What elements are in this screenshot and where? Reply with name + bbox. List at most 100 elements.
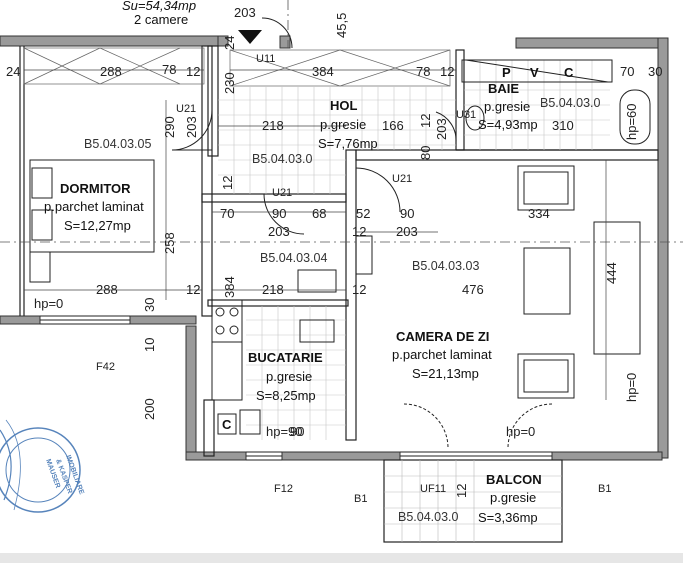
label-b1: B1 [354,493,367,505]
room-floor: p.gresie [490,490,536,505]
kitchen-tiles [246,306,346,440]
stamp: MAUSER & KASPER IMOBILIARE [0,419,85,513]
height-label: hp=0 [624,373,639,402]
room-name: BUCATARIE [248,350,323,365]
dim-text: 80 [418,146,433,160]
dim-text: 12 [186,282,200,297]
dim-text: 78 [416,64,430,79]
room-name: BAIE [488,81,519,96]
door-label-u31: U31 [456,109,476,121]
dim-text: 258 [162,232,177,254]
room-baie: BAIE p.gresie S=4,93mp B5.04.03.0 [478,81,601,132]
dim-text: 24 [222,36,237,50]
dim-text: 12 [454,484,469,498]
room-dormitor: B5.04.03.05 DORMITOR p.parchet laminat S… [44,137,151,233]
dim-text: 203 [396,224,418,239]
living-furniture [355,165,641,399]
dim-text: 288 [96,282,118,297]
kitchen-units [211,269,337,435]
room-floor: p.parchet laminat [44,199,144,214]
dim-text: 288 [100,64,122,79]
bottom-strip [0,553,683,563]
dim-text: 52 [356,206,370,221]
dim-text: 70 [220,206,234,221]
balcony-grid [384,460,562,542]
dim-text: 203 [184,116,199,138]
entry-arrow-icon [238,30,262,44]
dim-text: 90 [272,206,286,221]
dim-text: 384 [312,64,334,79]
room-name: DORMITOR [60,181,131,196]
dim-text: 290 [162,116,177,138]
dim-text: 203 [234,5,256,20]
room-camera-de-zi: B5.04.03.03 CAMERA DE ZI p.parchet lamin… [392,259,492,381]
fixture-label-v: V [530,65,539,80]
bath-tiles [464,60,610,150]
room-name: CAMERA DE ZI [396,329,489,344]
dim-text: 90 [400,206,414,221]
walls [0,35,669,461]
balcony-outline [383,459,563,543]
c-box [217,413,237,435]
room-code: B5.04.03.03 [412,259,479,273]
room-floor: p.parchet laminat [392,347,492,362]
dim-text: 30 [648,64,662,79]
window-label-f42: F42 [96,361,115,373]
door-label-u21: U21 [392,173,412,185]
room-code: B5.04.03.04 [260,251,327,265]
door-label-u21: U21 [272,187,292,199]
fixture-label-p: P [502,65,511,80]
room-code: B5.04.03.05 [84,137,151,151]
dim-text: 12 [186,64,200,79]
dim-text: 166 [382,118,404,133]
dim-text: 218 [262,282,284,297]
dim-text: 68 [312,206,326,221]
bed [29,159,155,283]
room-hol: HOL p.gresie S=7,76mp B5.04.03.0 [252,98,378,166]
dim-text: 200 [142,398,157,420]
dim-text: 218 [262,118,284,133]
label-b1: B1 [598,483,611,495]
dim-text: 24 [6,64,20,79]
axes [0,0,683,243]
window-balcony [400,451,552,461]
bathroom-fixtures [461,59,651,145]
header-area-label: Su=54,34mp [122,0,196,13]
fixture-label-c: C [564,65,574,80]
window-label-f12: F12 [274,483,293,495]
height-label: hp=0 [506,424,535,439]
room-balcon: BALCON p.gresie S=3,36mp B5.04.03.0 [398,472,542,525]
height-label: hp=60 [624,103,639,140]
dim-text: 90 [290,424,304,439]
room-name: BALCON [486,472,542,487]
room-floor: p.gresie [484,99,530,114]
window-f42 [40,315,130,325]
room-area: S=8,25mp [256,388,316,403]
c-box-label: C [222,417,232,432]
dim-text: 30 [142,298,157,312]
dim-text: 12 [352,282,366,297]
dim-text: 384 [222,276,237,298]
dim-text: 203 [434,118,449,140]
doors [171,17,553,449]
room-area: S=7,76mp [318,136,378,151]
room-area: S=12,27mp [64,218,131,233]
dim-text: 12 [440,64,454,79]
dim-text: 12 [220,176,235,190]
dim-text: 78 [162,62,176,77]
dim-text: 334 [528,206,550,221]
dim-text: 444 [604,262,619,284]
height-label: hp=90 [266,424,303,439]
room-code: B5.04.03.0 [540,96,601,110]
dim-text: 12 [352,224,366,239]
door-label-u11: U11 [256,53,275,65]
dim-text: 10 [142,338,157,352]
dim-text: 70 [620,64,634,79]
header-rooms-label: 2 camere [134,12,188,27]
dimension-lines [24,69,607,400]
dim-text: 12 [418,114,433,128]
room-code: B5.04.03.0 [252,152,313,166]
dim-text: 310 [552,118,574,133]
room-floor: p.gresie [266,369,312,384]
